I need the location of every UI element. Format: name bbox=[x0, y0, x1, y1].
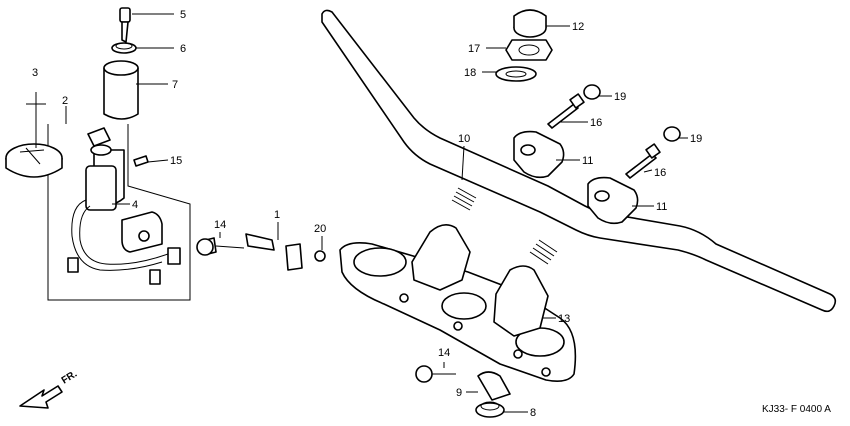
bolt-14b bbox=[415, 365, 456, 383]
callout-labels: 5 6 7 3 2 15 4 14 1 20 14 9 8 13 10 11 1… bbox=[32, 9, 702, 419]
stem-nut bbox=[505, 39, 553, 61]
callout-9: 9 bbox=[456, 387, 462, 399]
callout-16-upper: 16 bbox=[590, 117, 602, 129]
callout-14-lower: 14 bbox=[438, 347, 450, 359]
callout-16-lower: 16 bbox=[654, 167, 666, 179]
callout-6: 6 bbox=[180, 43, 186, 55]
callout-18: 18 bbox=[464, 67, 476, 79]
cap-19b bbox=[663, 126, 681, 142]
handlebar bbox=[321, 9, 837, 313]
o-ring bbox=[111, 42, 137, 54]
callout-5: 5 bbox=[180, 9, 186, 21]
callout-7: 7 bbox=[172, 79, 178, 91]
callout-11-upper: 11 bbox=[582, 155, 593, 167]
bolt-16b bbox=[625, 143, 661, 179]
upper-holder-b bbox=[587, 176, 639, 225]
washer-20 bbox=[314, 250, 326, 262]
knurl-band-left bbox=[451, 187, 477, 211]
callout-1: 1 bbox=[274, 209, 280, 221]
key bbox=[119, 7, 131, 43]
callout-19-upper: 19 bbox=[614, 91, 626, 103]
steering-stem-cap bbox=[513, 9, 547, 38]
knurl-band-right bbox=[529, 239, 558, 265]
callout-13: 13 bbox=[558, 313, 570, 325]
callout-10: 10 bbox=[458, 133, 470, 145]
upper-holder-a bbox=[513, 130, 565, 179]
callout-4: 4 bbox=[132, 199, 138, 211]
callout-17: 17 bbox=[468, 43, 480, 55]
bolt-14a bbox=[196, 237, 245, 256]
ignition-switch-assembly bbox=[47, 124, 191, 301]
bolt-16a bbox=[547, 93, 585, 129]
callout-12: 12 bbox=[572, 21, 584, 33]
cap-19a bbox=[583, 84, 601, 100]
clip-9 bbox=[477, 371, 511, 401]
screw-15 bbox=[133, 155, 149, 167]
callout-20: 20 bbox=[314, 223, 326, 235]
stem-washer bbox=[495, 66, 537, 82]
lock-sleeve bbox=[103, 60, 139, 120]
front-direction-arrow bbox=[19, 385, 63, 409]
fuel-cap bbox=[5, 143, 63, 178]
callout-8: 8 bbox=[530, 407, 536, 419]
callout-2: 2 bbox=[62, 95, 68, 107]
grommet-8 bbox=[475, 401, 505, 418]
diagram-code: KJ33- F 0400 A bbox=[762, 404, 831, 415]
callout-15: 15 bbox=[170, 155, 182, 167]
callout-11-lower: 11 bbox=[656, 201, 667, 213]
callout-3: 3 bbox=[32, 67, 38, 79]
leader-lines bbox=[26, 13, 688, 413]
top-bridge bbox=[339, 224, 577, 382]
callout-19-lower: 19 bbox=[690, 133, 702, 145]
bracket-1 bbox=[245, 233, 303, 271]
front-direction-label: FR. bbox=[60, 369, 80, 387]
callout-14-upper: 14 bbox=[214, 219, 226, 231]
